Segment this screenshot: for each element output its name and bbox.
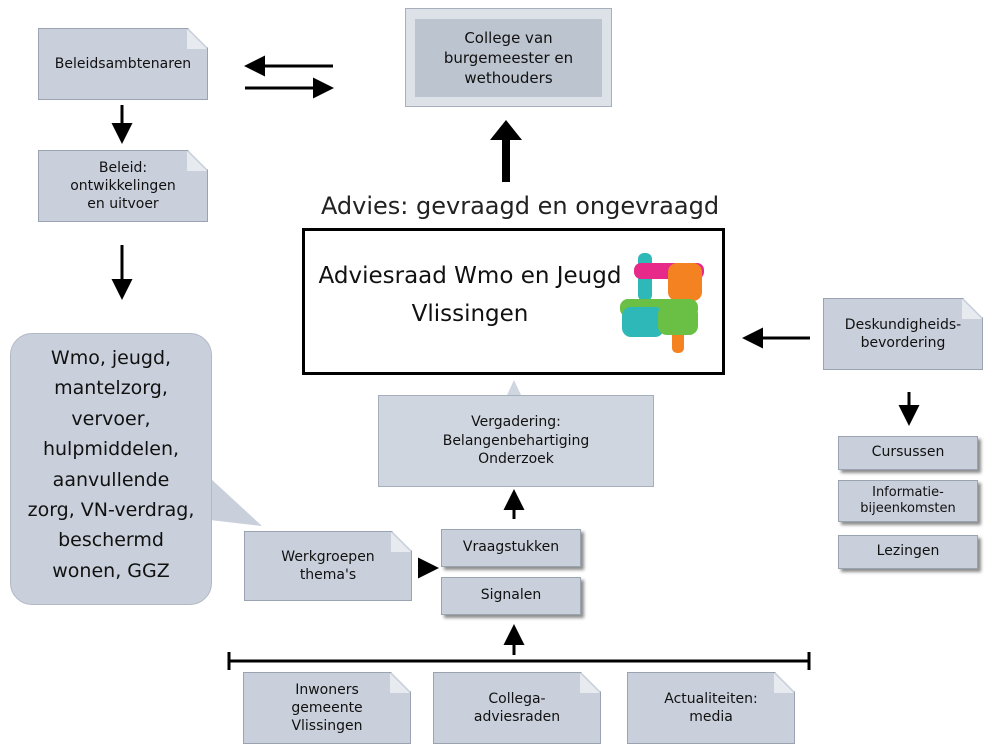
inwoners-label: Inwoners gemeente Vlissingen xyxy=(291,681,363,735)
signalen-label: Signalen xyxy=(480,587,542,604)
beleid-label: Beleid: ontwikkelingen en uitvoer xyxy=(70,159,176,213)
collega-box: Collega- adviesraden xyxy=(433,672,601,744)
signalen-box: Signalen xyxy=(441,577,581,615)
actualiteiten-box: Actualiteiten: media xyxy=(627,672,795,744)
lezingen-label: Lezingen xyxy=(876,543,940,560)
actualiteiten-label: Actualiteiten: media xyxy=(664,690,758,725)
arrow-advies-to-college-head xyxy=(490,120,522,140)
cursussen-label: Cursussen xyxy=(871,444,945,461)
beleidsambtenaren-box: Beleidsambtenaren xyxy=(38,28,208,100)
beleid-box: Beleid: ontwikkelingen en uitvoer xyxy=(38,150,208,222)
collega-label: Collega- adviesraden xyxy=(473,690,561,725)
college-label: College van burgemeester en wethouders xyxy=(443,28,574,88)
themes-callout xyxy=(10,333,212,605)
informatie-label: Informatie- bijeenkomsten xyxy=(860,484,956,516)
advies-heading: Advies: gevraagd en ongevraagd xyxy=(320,192,720,220)
deskundigheid-box: Deskundigheids- bevordering xyxy=(823,298,983,370)
college-box: College van burgemeester en wethouders xyxy=(415,19,602,97)
cursussen-box: Cursussen xyxy=(838,436,978,470)
vraagstukken-box: Vraagstukken xyxy=(441,529,581,567)
deskundigheid-label: Deskundigheids- bevordering xyxy=(844,316,962,351)
vergadering-box: Vergadering: Belangenbehartiging Onderzo… xyxy=(378,395,654,487)
callout-tail xyxy=(210,478,262,526)
vergadering-label: Vergadering: Belangenbehartiging Onderzo… xyxy=(442,413,590,468)
beleidsambtenaren-label: Beleidsambtenaren xyxy=(54,55,192,72)
informatie-box: Informatie- bijeenkomsten xyxy=(838,480,978,522)
themes-callout-text: Wmo, jeugd, mantelzorg, vervoer, hulpmid… xyxy=(27,347,195,582)
werkgroepen-box: Werkgroepen thema's xyxy=(244,531,412,601)
lezingen-box: Lezingen xyxy=(838,535,978,569)
inwoners-box: Inwoners gemeente Vlissingen xyxy=(243,672,411,744)
vraagstukken-label: Vraagstukken xyxy=(462,539,560,556)
hands-together-logo-icon xyxy=(620,253,704,353)
werkgroepen-label: Werkgroepen thema's xyxy=(281,548,375,583)
adviesraad-title: Adviesraad Wmo en Jeugd Vlissingen xyxy=(318,263,622,327)
vergadering-pointer xyxy=(507,380,521,395)
